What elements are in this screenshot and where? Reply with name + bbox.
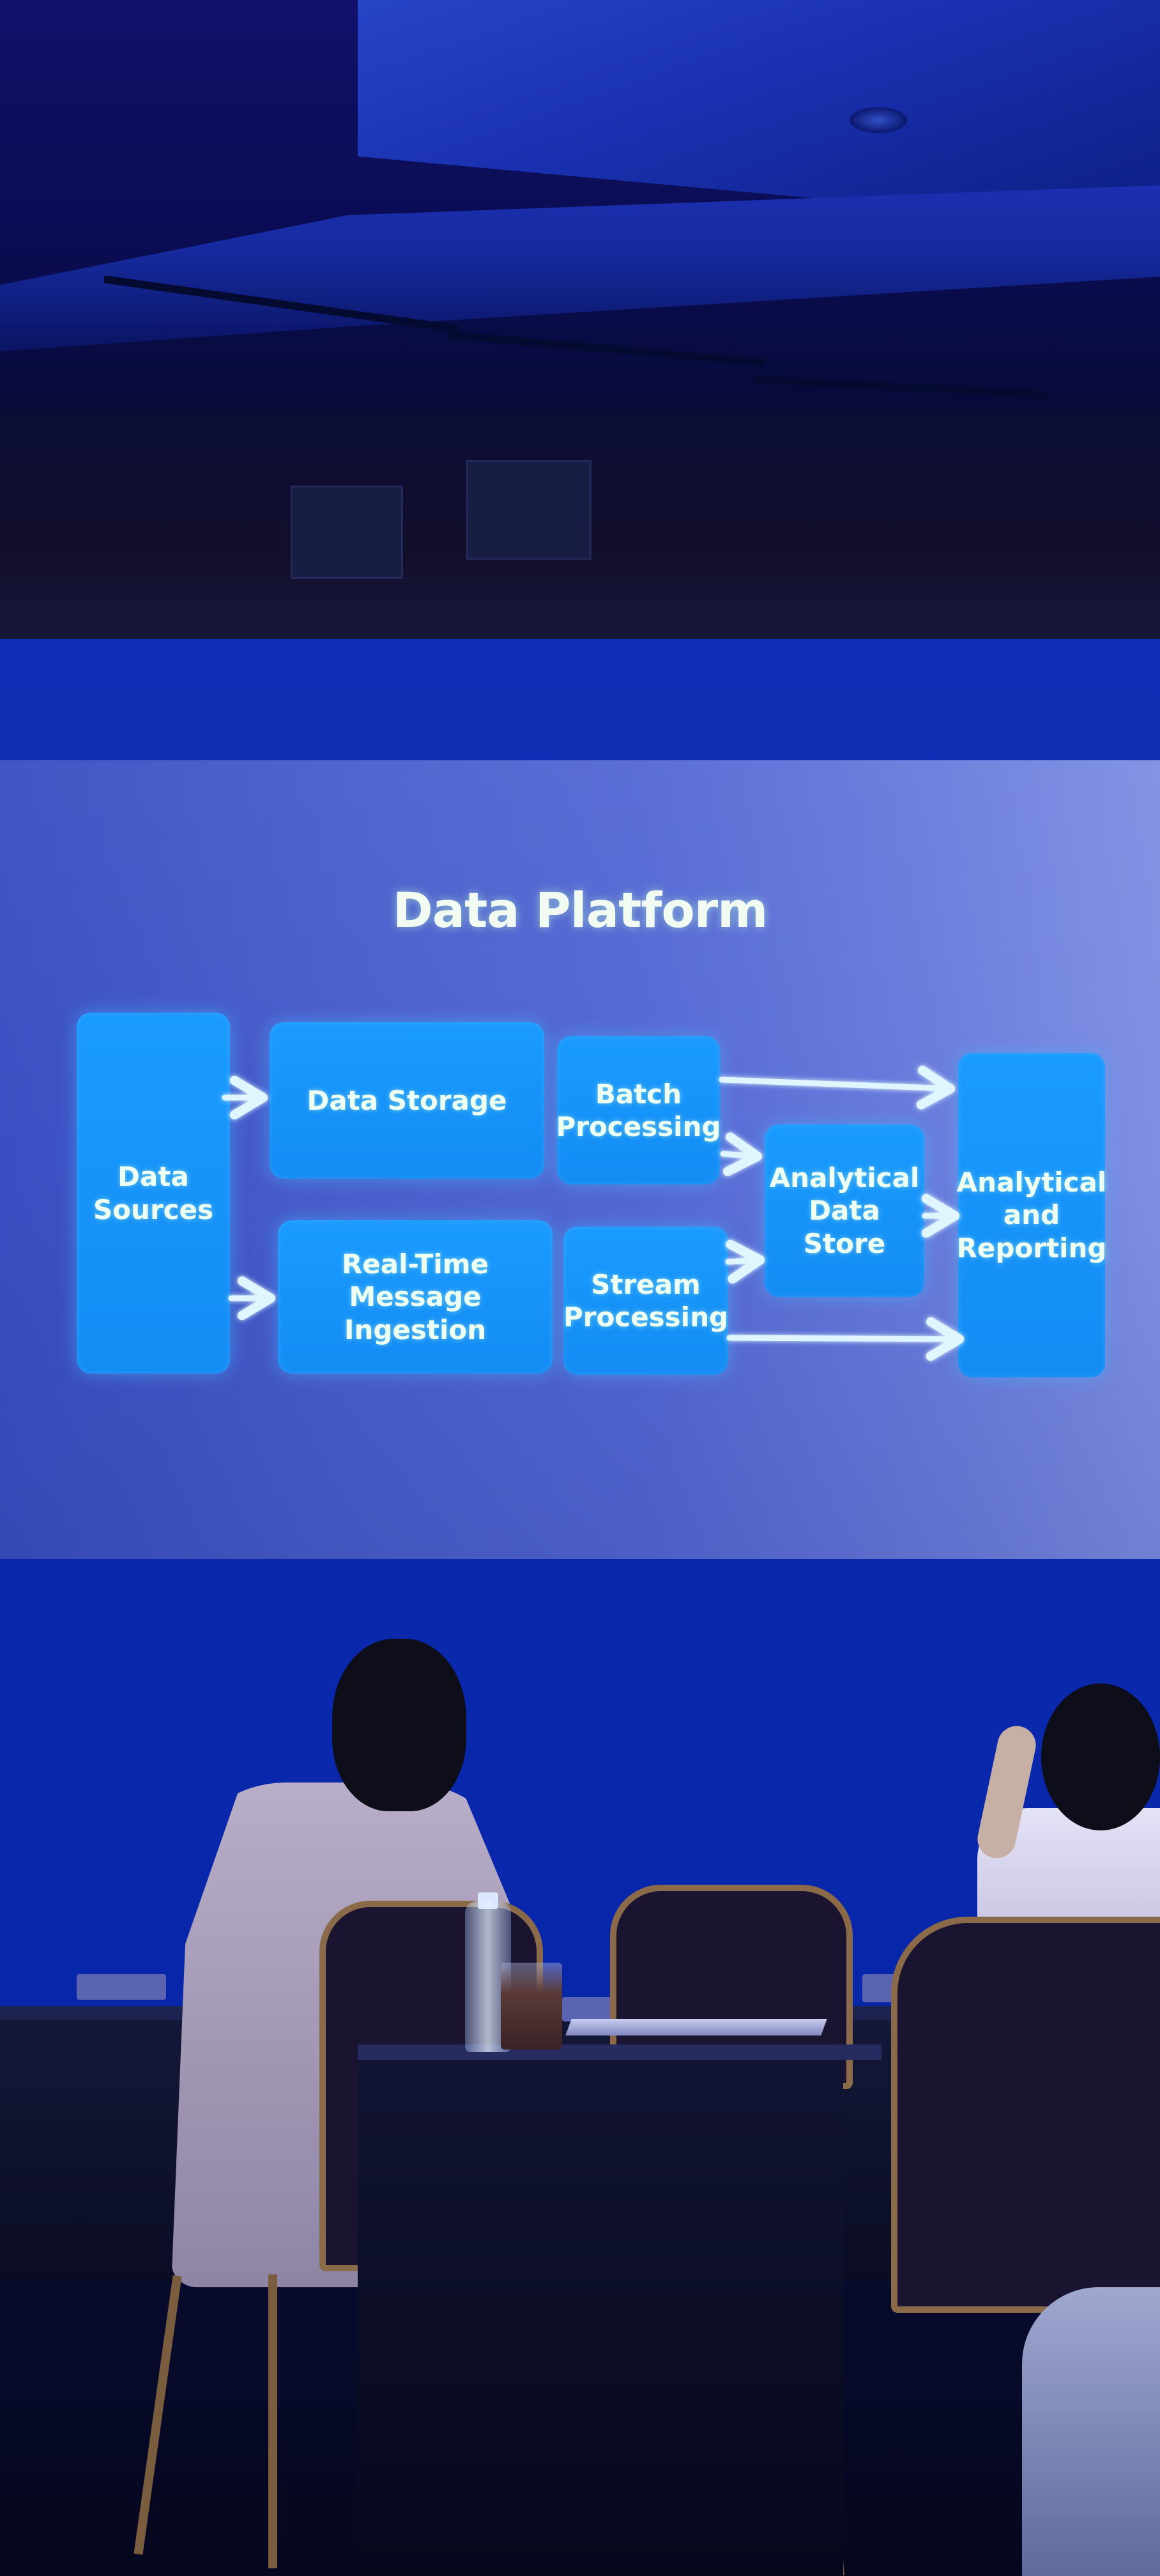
front-table-edge xyxy=(358,2044,881,2060)
arrow-stream-to-reporting xyxy=(726,1317,965,1361)
audience-head-right xyxy=(1041,1683,1160,1830)
foreground-person xyxy=(1022,2287,1160,2576)
laptop xyxy=(565,2019,827,2035)
chair-right xyxy=(891,1917,1160,2313)
iced-coffee-cup xyxy=(501,1963,562,2050)
ceiling-light xyxy=(850,107,907,133)
chair-leg xyxy=(268,2274,277,2568)
audience-head-left xyxy=(332,1639,466,1811)
box-analytical-and-reporting-label: Analytical and Reporting xyxy=(956,1167,1107,1264)
box-realtime-message-ingestion-label: Real-Time Message Ingestion xyxy=(341,1248,489,1346)
box-realtime-message-ingestion: Real-Time Message Ingestion xyxy=(278,1220,553,1374)
box-batch-processing-label: Batch Processing xyxy=(556,1078,721,1142)
box-data-sources-label: Data Sources xyxy=(93,1161,214,1225)
slide-title: Data Platform xyxy=(392,882,768,939)
box-analytical-and-reporting: Analytical and Reporting xyxy=(956,1053,1107,1377)
box-data-storage: Data Storage xyxy=(270,1022,544,1179)
ceiling-speaker xyxy=(466,460,591,560)
front-table xyxy=(358,2054,843,2576)
arrow-batch-to-reporting xyxy=(719,1066,956,1110)
box-analytical-data-store: Analytical Data Store xyxy=(765,1124,924,1297)
box-data-storage-label: Data Storage xyxy=(307,1084,507,1116)
box-data-sources: Data Sources xyxy=(77,1013,230,1374)
box-batch-processing: Batch Processing xyxy=(556,1036,721,1184)
box-analytical-data-store-label: Analytical Data Store xyxy=(769,1162,920,1259)
box-stream-processing-label: Stream Processing xyxy=(563,1268,729,1333)
box-stream-processing: Stream Processing xyxy=(563,1227,728,1375)
ceiling-speaker xyxy=(291,486,403,579)
nameplate xyxy=(77,1974,166,2000)
arrow-batch-to-datastore xyxy=(720,1132,763,1176)
arrow-stream-to-datastore xyxy=(725,1239,765,1284)
